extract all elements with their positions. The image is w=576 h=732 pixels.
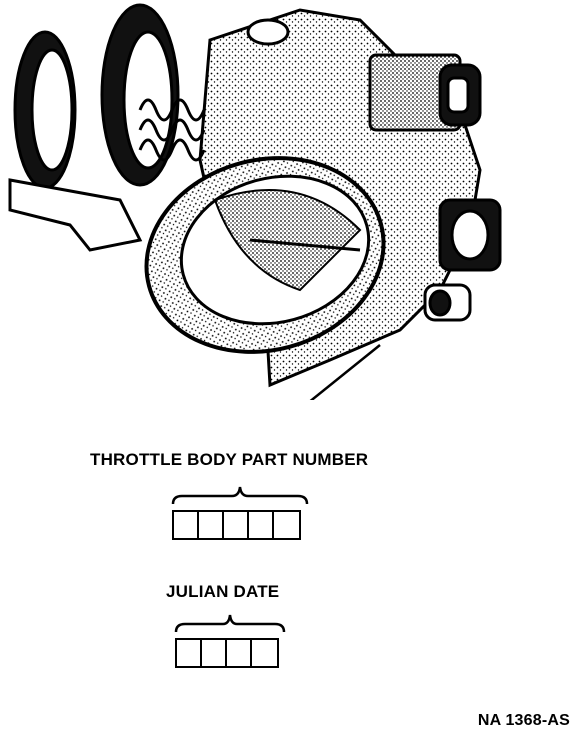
digit-box [252,640,277,666]
digit-box [274,512,299,538]
throttle-position-sensor [423,198,502,322]
figure-code: NA 1368-AS [477,712,570,729]
mounting-boss [246,18,290,46]
digit-box [174,512,199,538]
digit-box [177,640,202,666]
digit-box [224,512,249,538]
throttle-cable-pulley [13,3,180,190]
leader-line [309,344,381,400]
return-spring [138,98,206,162]
throttle-bore [144,156,386,354]
julian-date-brace [174,614,286,633]
idle-air-control-valve [368,53,482,132]
julian-date-label: JULIAN DATE [166,582,280,601]
part-number-boxes [172,510,301,540]
julian-date-boxes [175,638,279,668]
digit-box [249,512,274,538]
part-number-brace [171,486,309,505]
throttle-body-illustration [8,3,502,400]
digit-box [202,640,227,666]
digit-box [199,512,224,538]
part-number-label: THROTTLE BODY PART NUMBER [90,450,369,469]
digit-box [227,640,252,666]
mounting-base [8,178,143,252]
